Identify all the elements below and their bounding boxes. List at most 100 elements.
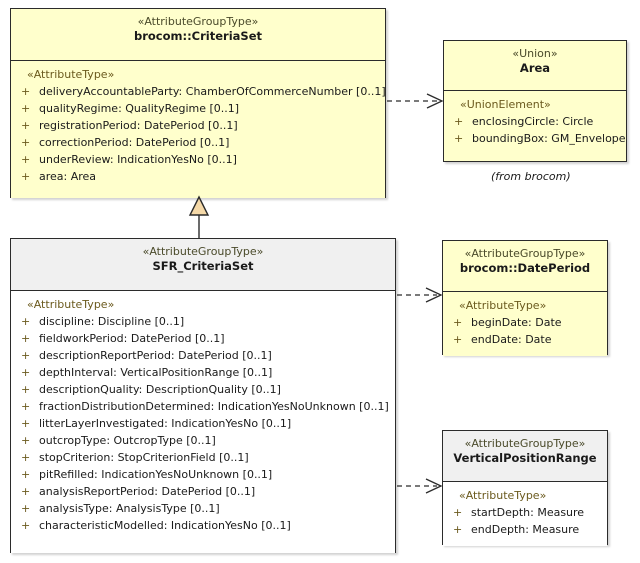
generalization-sfr-to-criteriaset bbox=[188, 195, 210, 238]
attribute-signature: litterLayerInvestigated: IndicationYesNo… bbox=[39, 417, 292, 430]
visibility-marker: + bbox=[21, 315, 31, 328]
class-box-vertical-position-range[interactable]: «AttributeGroupType» VerticalPositionRan… bbox=[442, 430, 608, 546]
visibility-marker: + bbox=[453, 316, 463, 329]
class-attributes-criteria-set: «AttributeType» + deliveryAccountablePart… bbox=[11, 61, 386, 198]
attribute-signature: beginDate: Date bbox=[471, 316, 562, 329]
class-header-area: «Union» Area bbox=[444, 41, 626, 91]
class-stereotype: «Union» bbox=[512, 47, 558, 60]
class-stereotype: «AttributeGroupType» bbox=[464, 437, 586, 450]
attribute-signature: qualityRegime: QualityRegime [0..1] bbox=[39, 102, 240, 115]
attribute-signature: depthInterval: VerticalPositionRange [0.… bbox=[39, 366, 273, 379]
attribute-signature: fractionDistributionDetermined: Indicati… bbox=[39, 400, 389, 413]
attribute-row[interactable]: + litterLayerInvestigated: IndicationYesN… bbox=[13, 415, 393, 432]
visibility-marker: + bbox=[21, 417, 31, 430]
attribute-signature: outcropType: OutcropType [0..1] bbox=[39, 434, 216, 447]
attribute-row[interactable]: + discipline: Discipline [0..1] bbox=[13, 313, 393, 330]
attribute-signature: area: Area bbox=[39, 170, 97, 183]
attribute-row[interactable]: + outcropType: OutcropType [0..1] bbox=[13, 432, 393, 449]
attribute-signature: descriptionReportPeriod: DatePeriod [0..… bbox=[39, 349, 272, 362]
class-box-criteria-set[interactable]: «AttributeGroupType» brocom::CriteriaSet… bbox=[10, 8, 386, 198]
attribute-row[interactable]: + descriptionReportPeriod: DatePeriod [0.… bbox=[13, 347, 393, 364]
attribute-row[interactable]: + pitRefilled: IndicationYesNoUnknown [0.… bbox=[13, 466, 393, 483]
attribute-row[interactable]: + deliveryAccountableParty: ChamberOfComm… bbox=[13, 83, 386, 100]
class-name: Area bbox=[519, 61, 551, 75]
attribute-row[interactable]: +descriptionQuality: DescriptionQuality … bbox=[13, 381, 393, 398]
attribute-row[interactable]: +endDepth: Measure bbox=[445, 521, 605, 538]
attribute-signature: endDate: Date bbox=[471, 333, 552, 346]
attribute-signature: descriptionQuality: DescriptionQuality [… bbox=[39, 383, 281, 396]
attribute-row[interactable]: + underReview: IndicationYesNo [0..1] bbox=[13, 151, 383, 168]
visibility-marker: + bbox=[453, 523, 463, 536]
class-stereotype: «AttributeGroupType» bbox=[142, 245, 264, 258]
visibility-marker: + bbox=[453, 506, 463, 519]
class-header-vertical-position-range: «AttributeGroupType» VerticalPositionRan… bbox=[443, 431, 607, 482]
class-name: SFR_CriteriaSet bbox=[152, 259, 254, 273]
attribute-row[interactable]: + endDate: Date bbox=[445, 331, 605, 348]
class-stereotype: «AttributeGroupType» bbox=[137, 15, 259, 28]
attribute-row[interactable]: + qualityRegime: QualityRegime [0..1] bbox=[13, 100, 383, 117]
attribute-row[interactable]: + characteristicModelled: IndicationYesNo… bbox=[13, 517, 393, 534]
attribute-row[interactable]: + beginDate: Date bbox=[445, 314, 605, 331]
compartment-stereotype: «AttributeType» bbox=[27, 68, 115, 81]
attribute-signature: discipline: Discipline [0..1] bbox=[39, 315, 185, 328]
attribute-row[interactable]: + depthInterval: VerticalPositionRange [0… bbox=[13, 364, 393, 381]
package-origin-label-area: (from brocom) bbox=[491, 170, 571, 183]
attribute-signature: enclosingCircle: Circle bbox=[472, 115, 594, 128]
attribute-signature: registrationPeriod: DatePeriod [0..1] bbox=[39, 119, 238, 132]
compartment-stereotype: «AttributeType» bbox=[27, 298, 115, 311]
visibility-marker: + bbox=[21, 519, 31, 532]
visibility-marker: + bbox=[21, 349, 31, 362]
compartment-stereotype: «UnionElement» bbox=[460, 98, 551, 111]
visibility-marker: + bbox=[21, 400, 31, 413]
dependency-criteriaset-to-area bbox=[387, 93, 444, 109]
visibility-marker: + bbox=[454, 132, 464, 145]
class-box-date-period[interactable]: «AttributeGroupType» brocom::DatePeriod … bbox=[442, 240, 608, 356]
attribute-row[interactable]: + startDepth: Measure bbox=[445, 504, 605, 521]
class-name: VerticalPositionRange bbox=[453, 451, 597, 465]
attribute-row[interactable]: +area: Area bbox=[13, 168, 383, 185]
visibility-marker: + bbox=[21, 102, 31, 115]
attribute-row[interactable]: + analysisReportPeriod: DatePeriod [0..1] bbox=[13, 483, 393, 500]
attribute-signature: underReview: IndicationYesNo [0..1] bbox=[39, 153, 237, 166]
class-header-date-period: «AttributeGroupType» brocom::DatePeriod bbox=[443, 241, 607, 292]
attribute-row[interactable]: +correctionPeriod: DatePeriod [0..1] bbox=[13, 134, 383, 151]
visibility-marker: + bbox=[21, 434, 31, 447]
visibility-marker: + bbox=[21, 502, 31, 515]
class-box-area[interactable]: «Union» Area «UnionElement» + enclosingCi… bbox=[443, 40, 627, 162]
attribute-row[interactable]: + registrationPeriod: DatePeriod [0..1] bbox=[13, 117, 383, 134]
attribute-signature: analysisReportPeriod: DatePeriod [0..1] bbox=[39, 485, 256, 498]
compartment-stereotype: «AttributeType» bbox=[459, 299, 547, 312]
attribute-row[interactable]: +stopCriterion: StopCriterionField [0..1… bbox=[13, 449, 393, 466]
attribute-signature: deliveryAccountableParty: ChamberOfComme… bbox=[39, 85, 386, 98]
class-header-sfr-criteria-set: «AttributeGroupType» SFR_CriteriaSet bbox=[11, 239, 395, 291]
visibility-marker: + bbox=[21, 451, 31, 464]
class-stereotype: «AttributeGroupType» bbox=[464, 247, 586, 260]
attribute-row[interactable]: +fieldworkPeriod: DatePeriod [0..1] bbox=[13, 330, 393, 347]
visibility-marker: + bbox=[21, 153, 31, 166]
attribute-row[interactable]: + enclosingCircle: Circle bbox=[446, 113, 624, 130]
attribute-signature: pitRefilled: IndicationYesNoUnknown [0..… bbox=[39, 468, 273, 481]
class-header-criteria-set: «AttributeGroupType» brocom::CriteriaSet bbox=[11, 9, 385, 61]
attribute-row[interactable]: +boundingBox: GM_Envelope bbox=[446, 130, 626, 147]
visibility-marker: + bbox=[21, 485, 31, 498]
visibility-marker: + bbox=[21, 366, 31, 379]
dependency-sfr-to-dateperiod bbox=[397, 287, 443, 303]
visibility-marker: + bbox=[21, 119, 31, 132]
attribute-signature: startDepth: Measure bbox=[471, 506, 585, 519]
visibility-marker: + bbox=[21, 468, 31, 481]
attribute-signature: characteristicModelled: IndicationYesNo … bbox=[39, 519, 291, 532]
attribute-row[interactable]: + fractionDistributionDetermined: Indicat… bbox=[13, 398, 393, 415]
visibility-marker: + bbox=[453, 333, 463, 346]
attribute-row[interactable]: + analysisType: AnalysisType [0..1] bbox=[13, 500, 393, 517]
compartment-stereotype: «AttributeType» bbox=[459, 489, 547, 502]
class-attributes-sfr-criteria-set: «AttributeType» + discipline: Discipline … bbox=[11, 291, 395, 553]
visibility-marker: + bbox=[21, 85, 31, 98]
class-attributes-area: «UnionElement» +enclosingCircle: Circle … bbox=[444, 91, 626, 161]
visibility-marker: + bbox=[21, 332, 31, 345]
class-name: brocom::DatePeriod bbox=[459, 261, 591, 275]
attribute-signature: analysisType: AnalysisType [0..1] bbox=[39, 502, 220, 515]
visibility-marker: + bbox=[454, 115, 464, 128]
class-attributes-date-period: «AttributeType» + beginDate: Date + endDat… bbox=[443, 292, 607, 356]
class-box-sfr-criteria-set[interactable]: «AttributeGroupType» SFR_CriteriaSet «At… bbox=[10, 238, 396, 553]
